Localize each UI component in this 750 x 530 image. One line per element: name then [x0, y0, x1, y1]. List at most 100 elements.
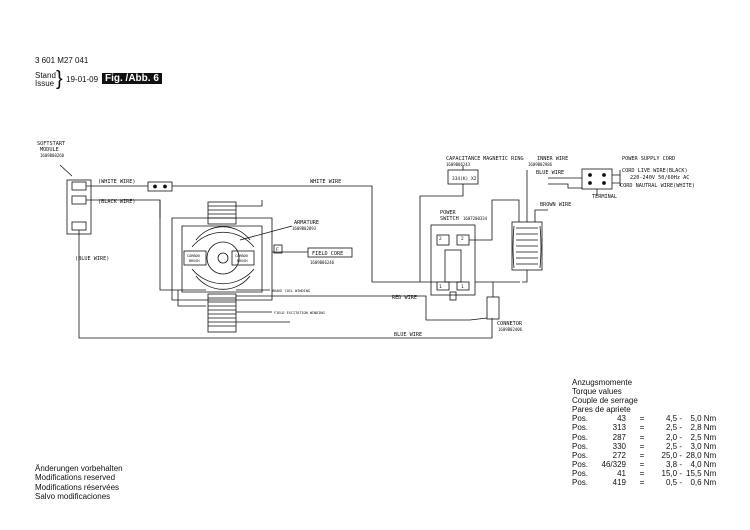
- terminal-label: TERMINAL: [592, 194, 617, 200]
- inner-wire-label: INNER WIRE: [537, 156, 568, 162]
- f-marker: F: [276, 247, 279, 253]
- upper-field-coil: [207, 201, 237, 225]
- pos-label: Pos.: [572, 423, 589, 433]
- issue-label: Issue: [35, 79, 55, 88]
- torque-heading-es: Pares de apriete: [572, 405, 631, 415]
- magnetic-ring-label: MAGNETIC RING: [483, 156, 524, 162]
- lower-field-coil: [207, 293, 237, 333]
- connector-box: [486, 296, 500, 320]
- torque-max: 28,0 Nm: [686, 450, 717, 460]
- connector-part-number: 1609B02406: [498, 327, 523, 332]
- torque-heading-en: Torque values: [572, 387, 622, 397]
- torque-min: 15,0 -: [661, 468, 682, 478]
- armature-pole-top: [195, 226, 251, 241]
- torque-max: 2,8 Nm: [690, 423, 717, 433]
- stand-label: Stand: [35, 71, 56, 80]
- torque-min: 2,5 -: [665, 423, 682, 433]
- pos-number: 272: [612, 450, 626, 460]
- blue-wire-left-label: (BLUE WIRE): [75, 256, 109, 262]
- blue-wire-bottom-label: BLUE WIRE: [394, 332, 422, 338]
- pos-number: 330: [612, 441, 626, 451]
- equals-sign: =: [639, 450, 645, 460]
- torque-min: 4,5 -: [665, 414, 682, 424]
- equals-sign: =: [639, 468, 645, 478]
- torque-max: 15,5 Nm: [686, 468, 717, 478]
- equals-sign: =: [639, 432, 645, 442]
- pos-label: Pos.: [572, 459, 589, 469]
- white-wire-top-label: WHITE WIRE: [310, 179, 341, 185]
- softstart-module-box: [66, 179, 92, 235]
- torque-min: 0,5 -: [665, 478, 682, 488]
- carbon-brush-left: [183, 250, 207, 266]
- pos-label: Pos.: [572, 441, 589, 451]
- equals-sign: =: [639, 414, 645, 424]
- pos-number: 43: [617, 414, 626, 424]
- table-row: Pos. 272 = 25,0 - 28,0 Nm: [572, 451, 716, 460]
- pos-number: 41: [617, 468, 626, 478]
- pos-number: 313: [612, 423, 626, 433]
- armature-part-number: 1609B02893: [292, 226, 317, 231]
- torque-min: 2,5 -: [665, 441, 682, 451]
- torque-table: Pos. 43 = 4,5 - 5,0 Nm Pos. 313 = 2,5 - …: [572, 414, 716, 487]
- softstart-module-label: MODULE: [40, 147, 59, 153]
- modification-notes: Änderungen vorbehalten Modifications res…: [35, 464, 123, 501]
- torque-heading-de: Anzugsmomente: [572, 378, 633, 387]
- black-wire-label: (BLACK WIRE): [98, 199, 135, 205]
- pos-number: 287: [612, 432, 626, 442]
- equals-sign: =: [639, 441, 645, 451]
- doc-number: 3 601 M27 041: [35, 56, 89, 65]
- table-row: Pos. 313 = 2,5 - 2,8 Nm: [572, 423, 716, 432]
- cord-live-label: CORD LIVE WIRE(BLACK): [622, 168, 688, 174]
- note-en: Modifications reserved: [35, 473, 116, 483]
- cord-neutral-label: CORD NAUTRAL WIRE(WHITE): [620, 183, 695, 189]
- softstart-leader: [59, 164, 73, 177]
- pos-label: Pos.: [572, 450, 589, 460]
- red-wire-label: RED WIRE: [392, 295, 417, 301]
- pos-label: Pos.: [572, 432, 589, 442]
- softstart-part-number: 1609B00260: [40, 153, 65, 158]
- pos-number: 419: [612, 478, 626, 488]
- magnetic-ring: [511, 221, 543, 271]
- switch-pin-2-right: 2: [461, 236, 464, 242]
- white-wire-left-label: (WHITE WIRE): [98, 179, 135, 185]
- switch-pin-1-right: 1: [461, 284, 464, 290]
- equals-sign: =: [639, 478, 645, 488]
- switch-pin-1-left: 1: [439, 284, 442, 290]
- terminal-box: [581, 168, 613, 190]
- pos-label: Pos.: [572, 414, 589, 424]
- torque-max: 4,0 Nm: [690, 459, 717, 469]
- armature-rotor: [206, 241, 240, 275]
- carbon-brush-left-label-a: CARBON: [187, 254, 200, 258]
- power-switch-part-number: 1607200334: [463, 216, 488, 221]
- table-row: Pos. 41 = 15,0 - 15,5 Nm: [572, 469, 716, 478]
- white-wire-connector: [147, 181, 173, 192]
- table-row: Pos. 43 = 4,5 - 5,0 Nm: [572, 414, 716, 423]
- torque-min: 3,8 -: [665, 459, 682, 469]
- torque-max: 2,5 Nm: [690, 432, 717, 442]
- equals-sign: =: [639, 459, 645, 469]
- table-row: Pos. 46/329 = 3,8 - 4,0 Nm: [572, 460, 716, 469]
- voltage-label: 220-240V 50/60Hz AC: [630, 175, 689, 181]
- connector-label: CONNETOR: [497, 321, 523, 327]
- field-excitation-label: FIELD EXCITATION WINDING: [274, 311, 325, 315]
- torque-heading-fr: Couple de serrage: [572, 396, 638, 406]
- equals-sign: =: [639, 423, 645, 433]
- table-row: Pos. 287 = 2,0 - 2,5 Nm: [572, 433, 716, 442]
- carbon-brush-right-label-b: BRUSH: [237, 259, 248, 263]
- carbon-brush-left-label-b: BRUSH: [189, 259, 200, 263]
- brown-wire-label: BROWN WIRE: [540, 202, 571, 208]
- blue-wire-right-label: BLUE WIRE: [536, 170, 564, 176]
- torque-max: 0,6 Nm: [690, 478, 717, 488]
- torque-values-block: Anzugsmomente Torque values Couple de se…: [572, 378, 716, 487]
- torque-min: 2,0 -: [665, 432, 682, 442]
- note-de: Änderungen vorbehalten: [35, 464, 123, 473]
- torque-max: 5,0 Nm: [690, 414, 717, 424]
- armature-label: ARMATURE: [294, 220, 319, 226]
- softstart-title: SOFTSTART: [37, 141, 65, 147]
- torque-max: 3,0 Nm: [690, 441, 717, 451]
- brake-coil-label: BRAKE COIL WINDING: [272, 289, 310, 293]
- figure-label: Fig. /Abb. 6: [102, 73, 162, 84]
- field-core-box: [307, 247, 353, 258]
